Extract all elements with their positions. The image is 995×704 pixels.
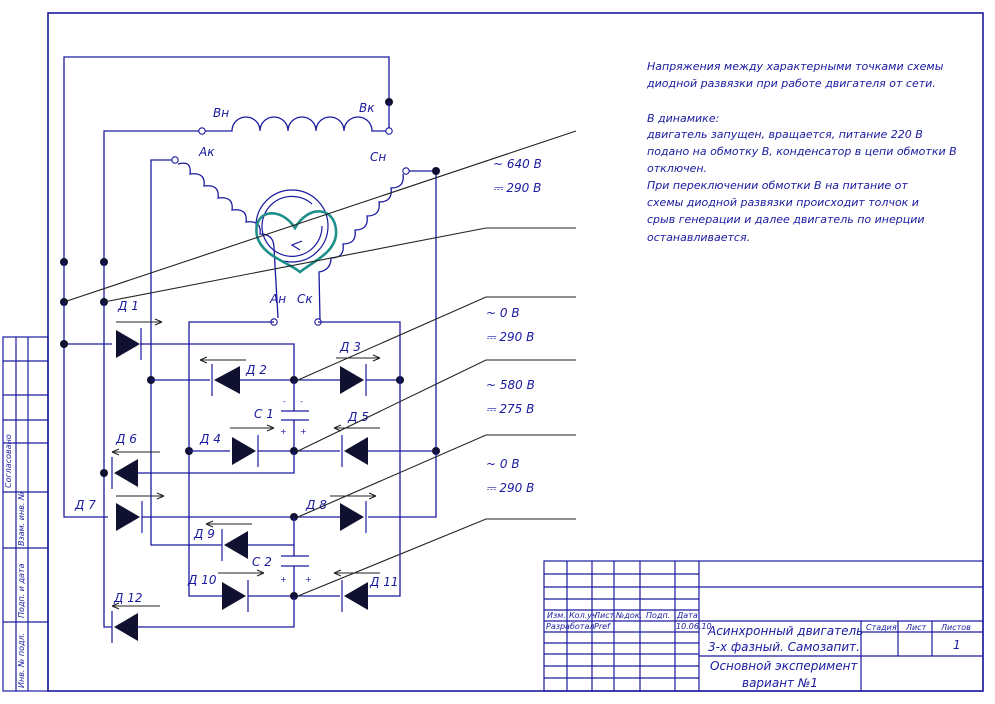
leader-line <box>63 130 577 303</box>
diode-d1-label: Д 1 <box>117 299 139 313</box>
diode-d7-label: Д 7 <box>74 498 96 512</box>
diode-d5: Д 5 <box>333 410 380 467</box>
tb-title-2: 3-х фазный. Самозапит. <box>708 640 860 654</box>
title-block: Изм. Кол.уч Лист №док. Подп. Дата Разраб… <box>543 560 984 692</box>
diode-d2-label: Д 2 <box>245 363 267 377</box>
diode-d12-label: Д 12 <box>113 591 142 605</box>
measurement-dc: ⎓ 290 В <box>486 330 534 344</box>
diode-d6-label: Д 6 <box>115 432 137 446</box>
diode-network <box>60 302 440 628</box>
side-stamp: Согласовано Взам. инв. № Подп. и дата Ин… <box>2 336 49 692</box>
diode-d11-label: Д 11 <box>369 575 398 589</box>
measurement-values: ~ 640 В ⎓ 290 В ~ 0 В ⎓ 290 В ~ 580 В ⎓ … <box>486 157 542 495</box>
diode-d4-label: Д 4 <box>199 432 221 446</box>
c1-minus-left: - <box>283 397 286 406</box>
label-ak: Ак <box>198 145 215 159</box>
measurement-dc: ⎓ 275 В <box>486 402 534 416</box>
leader-line <box>297 434 576 518</box>
side-stamp-inv: Инв. № подл. <box>17 633 26 688</box>
diode-d10-label: Д 10 <box>187 573 217 587</box>
diode-d8: Д 8 <box>305 492 377 533</box>
label-bn: Вн <box>213 106 229 120</box>
side-stamp-agreed: Согласовано <box>4 434 13 488</box>
label-cn: Сн <box>370 150 386 164</box>
c2-plus-right: + <box>305 575 312 584</box>
tb-listov: Листов <box>940 623 971 632</box>
c1-minus-right: - <box>300 397 303 406</box>
tb-razrabotal: Разработал <box>546 622 594 631</box>
diode-d11: Д 11 <box>333 569 398 612</box>
diode-d4: Д 4 <box>199 424 275 467</box>
winding-a-coil <box>177 162 279 319</box>
note-line: подано на обмотку В, конденсатор в цепи … <box>647 145 957 158</box>
c1-plus-right: + <box>300 427 307 436</box>
note-line: Напряжения между характерными точками сх… <box>647 60 944 73</box>
tb-data: Дата <box>676 611 698 620</box>
label-bk: Вк <box>359 101 375 115</box>
diode-d3: Д 3 <box>336 340 381 396</box>
note-line: срыв генерации и далее двигатель по инер… <box>647 213 925 226</box>
label-ck: Ск <box>297 292 313 306</box>
c1-plus-left: + <box>280 427 287 436</box>
side-stamp-sign-date: Подп. и дата <box>17 563 26 618</box>
tb-kol: Кол.уч <box>569 611 597 620</box>
winding-b-coil <box>205 116 386 132</box>
tb-title-1: Асинхронный двигатель <box>707 624 863 638</box>
tb-author: Pref <box>594 622 611 631</box>
measurement-ac: ~ 0 В <box>486 306 520 320</box>
tb-listov-value: 1 <box>953 638 961 652</box>
tb-subtitle-1: Основной эксперимент <box>710 659 858 673</box>
capacitors: С 1 - - + + С 2 + + <box>252 397 312 584</box>
measurement-dc: ⎓ 290 В <box>493 181 541 195</box>
drawing-frame <box>47 12 984 692</box>
diode-d9-label: Д 9 <box>193 527 215 541</box>
side-stamp-replace: Взам. инв. № <box>17 492 26 546</box>
note-line: останавливается. <box>647 231 750 244</box>
measurement-ac: ~ 0 В <box>486 457 520 471</box>
diode-d6: Д 6 <box>111 432 160 489</box>
note-line: двигатель запущен, вращается, питание 22… <box>646 128 923 141</box>
capacitor-c1-label: С 1 <box>254 407 274 421</box>
diode-d1: Д 1 <box>116 299 163 360</box>
diodes: Д 1 Д 2 Д 3 Д 4 Д 5 <box>74 299 398 643</box>
label-an: Ан <box>269 292 286 306</box>
motor-windings: Вн Вк Ак Ан Сн Ск <box>63 56 440 451</box>
winding-b-lead <box>63 56 390 262</box>
leader-line <box>297 359 576 452</box>
tb-ndok: №док. <box>615 611 642 620</box>
tb-list-header: Лист <box>905 623 927 632</box>
tb-podp: Подп. <box>646 611 670 620</box>
tb-date: 10.06.10 <box>676 622 712 631</box>
measurement-leaders <box>63 130 577 597</box>
diode-d7: Д 7 <box>74 492 165 533</box>
note-line: отключен. <box>647 162 707 175</box>
tb-stadiya: Стадия <box>866 623 897 632</box>
diode-d10: Д 10 <box>187 569 265 612</box>
diode-d12: Д 12 <box>111 591 160 643</box>
diode-d9: Д 9 <box>193 520 252 561</box>
note-line: При переключении обмотки В на питание от <box>647 179 908 192</box>
tb-izm: Изм. <box>547 611 566 620</box>
note-line: схемы диодной развязки происходит толчок… <box>647 196 919 209</box>
note-line: диодной развязки при работе двигателя от… <box>646 77 936 90</box>
leader-line <box>297 296 576 381</box>
diode-d3-label: Д 3 <box>339 340 361 354</box>
measurement-dc: ⎓ 290 В <box>486 481 534 495</box>
leader-line <box>297 518 576 597</box>
diode-d8-label: Д 8 <box>305 498 327 512</box>
diode-d2: Д 2 <box>199 356 267 396</box>
heart-mark <box>255 210 338 274</box>
notes-block: Напряжения между характерными точками сх… <box>646 60 957 244</box>
diode-d5-label: Д 5 <box>347 410 369 424</box>
capacitor-c2-label: С 2 <box>252 555 272 569</box>
note-line: В динамике: <box>647 112 719 125</box>
tb-subtitle-2: вариант №1 <box>742 676 818 690</box>
c2-plus-left: + <box>280 575 287 584</box>
tb-list: Лист <box>593 611 615 620</box>
measurement-ac: ~ 580 В <box>486 378 535 392</box>
leader-line <box>103 227 576 303</box>
measurement-ac: ~ 640 В <box>493 157 542 171</box>
